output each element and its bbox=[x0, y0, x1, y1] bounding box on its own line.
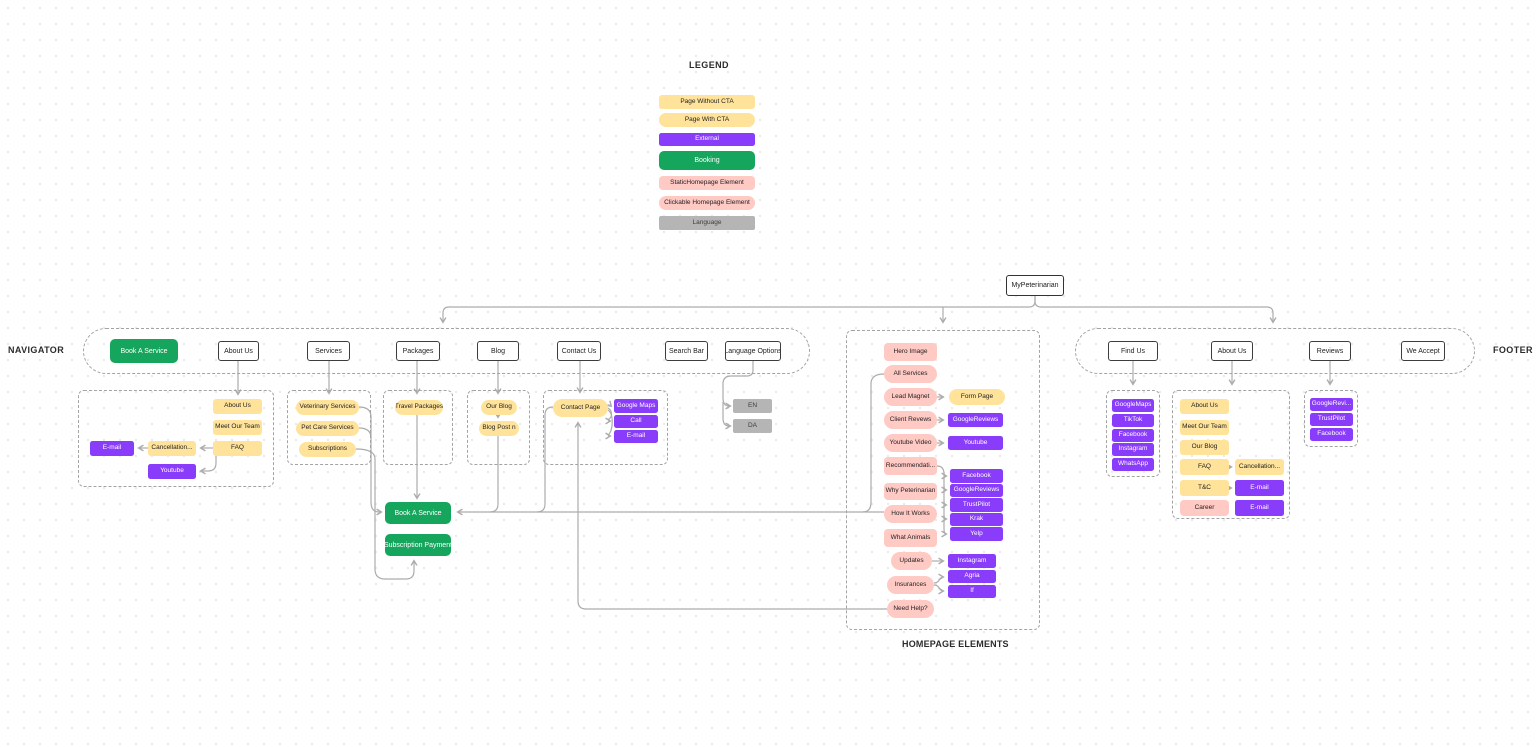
footer-find-us[interactable]: Find Us bbox=[1108, 341, 1158, 361]
legend-page-without-cta[interactable]: Page Without CTA bbox=[659, 95, 755, 109]
footer-our-blog[interactable]: Our Blog bbox=[1180, 440, 1229, 455]
nav-language-options[interactable]: Language Options bbox=[725, 341, 781, 361]
about-us-group bbox=[78, 390, 274, 487]
client-reviews-element[interactable]: Client Revews bbox=[884, 411, 937, 429]
meet-our-team-page[interactable]: Meet Our Team bbox=[213, 420, 262, 435]
footer-group bbox=[1075, 328, 1475, 374]
footer-email-2[interactable]: E-mail bbox=[1235, 500, 1284, 516]
book-a-service-booking[interactable]: Book A Service bbox=[385, 502, 451, 524]
packages-group bbox=[383, 390, 453, 465]
footer-whatsapp[interactable]: WhatsApp bbox=[1112, 458, 1154, 471]
updates-element[interactable]: Updates bbox=[891, 552, 932, 570]
legend-external[interactable]: External bbox=[659, 133, 755, 146]
edge-language-to-da bbox=[722, 402, 732, 430]
lead-magnet-element[interactable]: Lead Magnet bbox=[884, 388, 937, 406]
insurances-element[interactable]: Insurances bbox=[887, 576, 934, 594]
how-it-works-element[interactable]: How It Works bbox=[884, 505, 937, 523]
blog-group bbox=[467, 390, 530, 465]
footer-faq[interactable]: FAQ bbox=[1180, 459, 1229, 475]
agria-external[interactable]: Agria bbox=[948, 570, 996, 583]
language-da[interactable]: DA bbox=[733, 419, 772, 433]
recommendations-element[interactable]: Recommendati... bbox=[884, 457, 937, 475]
services-group bbox=[287, 390, 371, 465]
trustpilot-external[interactable]: TrustPilot bbox=[950, 498, 1003, 512]
contact-page[interactable]: Contact Page bbox=[553, 399, 608, 417]
navigator-label: NAVIGATOR bbox=[8, 345, 65, 355]
travel-packages-page[interactable]: Travel Packages bbox=[395, 400, 443, 415]
form-page[interactable]: Form Page bbox=[949, 389, 1005, 405]
hero-image-element[interactable]: Hero Image bbox=[884, 343, 937, 361]
call-external[interactable]: Call bbox=[614, 415, 658, 428]
pet-care-services-page[interactable]: Pet Care Services bbox=[296, 421, 359, 436]
navigator-group bbox=[83, 328, 810, 374]
googlereviews-external-2[interactable]: GoogleReviews bbox=[950, 484, 1003, 497]
legend-static-homepage-element[interactable]: StaticHomepage Element bbox=[659, 176, 755, 190]
faq-page[interactable]: FAQ bbox=[213, 441, 262, 456]
reviews-facebook[interactable]: Facebook bbox=[1310, 428, 1353, 441]
contact-email-external[interactable]: E-mail bbox=[614, 430, 658, 443]
contact-group bbox=[543, 390, 668, 465]
footer-career[interactable]: Career bbox=[1180, 500, 1229, 516]
reviews-googlereviews[interactable]: GoogleRevi... bbox=[1310, 398, 1353, 411]
footer-reviews[interactable]: Reviews bbox=[1309, 341, 1351, 361]
nav-contact-us[interactable]: Contact Us bbox=[557, 341, 601, 361]
youtube-video-element[interactable]: Youtube Video bbox=[884, 434, 937, 452]
homepage-elements-label: HOMEPAGE ELEMENTS bbox=[902, 639, 1009, 649]
nav-services[interactable]: Services bbox=[307, 341, 350, 361]
legend-title: LEGEND bbox=[689, 60, 729, 70]
email-external[interactable]: E-mail bbox=[90, 441, 134, 456]
edge-root-to-navigator bbox=[439, 296, 1036, 324]
find-us-group bbox=[1106, 390, 1160, 477]
reviews-group bbox=[1304, 390, 1358, 447]
yelp-external[interactable]: Yelp bbox=[950, 527, 1003, 541]
legend-booking[interactable]: Booking bbox=[659, 151, 755, 170]
about-us-page[interactable]: About Us bbox=[213, 399, 262, 414]
legend-language[interactable]: Language bbox=[659, 216, 755, 230]
subscriptions-page[interactable]: Subscriptions bbox=[299, 442, 356, 457]
edge-root-to-footer bbox=[1034, 296, 1277, 324]
reviews-trustpilot[interactable]: TrustPilot bbox=[1310, 413, 1353, 426]
youtube-external-2[interactable]: Youtube bbox=[948, 436, 1003, 450]
legend-clickable-homepage-element[interactable]: Clickable Homepage Element bbox=[659, 196, 755, 210]
footer-about-us-page[interactable]: About Us bbox=[1180, 399, 1229, 414]
nav-blog[interactable]: Blog bbox=[477, 341, 519, 361]
footer-tiktok[interactable]: TikTok bbox=[1112, 414, 1154, 427]
nav-about-us[interactable]: About Us bbox=[218, 341, 259, 361]
homepage-elements-group bbox=[846, 330, 1040, 630]
footer-googlemaps[interactable]: GoogleMaps bbox=[1112, 399, 1154, 412]
subscription-payment-booking[interactable]: Subscription Payment bbox=[385, 534, 451, 556]
footer-meet-our-team[interactable]: Meet Our Team bbox=[1180, 420, 1229, 435]
language-en[interactable]: EN bbox=[733, 399, 772, 413]
our-blog-page[interactable]: Our Blog bbox=[481, 400, 517, 415]
footer-we-accept[interactable]: We Accept bbox=[1401, 341, 1445, 361]
footer-label: FOOTER bbox=[1493, 345, 1533, 355]
footer-about-us-group bbox=[1172, 390, 1290, 519]
footer-cancellation[interactable]: Cancellation... bbox=[1235, 459, 1284, 475]
footer-tc[interactable]: T&C bbox=[1180, 480, 1229, 496]
googlereviews-external-1[interactable]: GoogleReviews bbox=[948, 413, 1003, 427]
youtube-external[interactable]: Youtube bbox=[148, 464, 196, 479]
why-peterinarian-element[interactable]: Why Peterinarian bbox=[884, 483, 937, 500]
root-mypeterinarian[interactable]: MyPeterinarian bbox=[1006, 275, 1064, 296]
need-help-element[interactable]: Need Help? bbox=[887, 600, 934, 618]
veterinary-services-page[interactable]: Veterinary Services bbox=[296, 400, 359, 415]
if-external[interactable]: If bbox=[948, 585, 996, 598]
footer-instagram[interactable]: Instagram bbox=[1112, 443, 1154, 456]
legend-page-with-cta[interactable]: Page With CTA bbox=[659, 113, 755, 127]
google-maps-external[interactable]: Google Maps bbox=[614, 399, 658, 413]
footer-facebook[interactable]: Facebook bbox=[1112, 429, 1154, 442]
nav-book-a-service[interactable]: Book A Service bbox=[110, 339, 178, 363]
nav-search-bar[interactable]: Search Bar bbox=[665, 341, 708, 361]
all-services-element[interactable]: All Services bbox=[884, 365, 937, 383]
footer-about-us[interactable]: About Us bbox=[1211, 341, 1253, 361]
blog-post-n-page[interactable]: Blog Post n bbox=[479, 421, 519, 436]
facebook-external[interactable]: Facebook bbox=[950, 469, 1003, 483]
instagram-external[interactable]: Instagram bbox=[948, 554, 996, 568]
nav-packages[interactable]: Packages bbox=[396, 341, 440, 361]
what-animals-element[interactable]: What Animals bbox=[884, 529, 937, 547]
footer-email-1[interactable]: E-mail bbox=[1235, 480, 1284, 496]
krak-external[interactable]: Krak bbox=[950, 513, 1003, 526]
cancellation-page[interactable]: Cancellation... bbox=[148, 441, 196, 456]
